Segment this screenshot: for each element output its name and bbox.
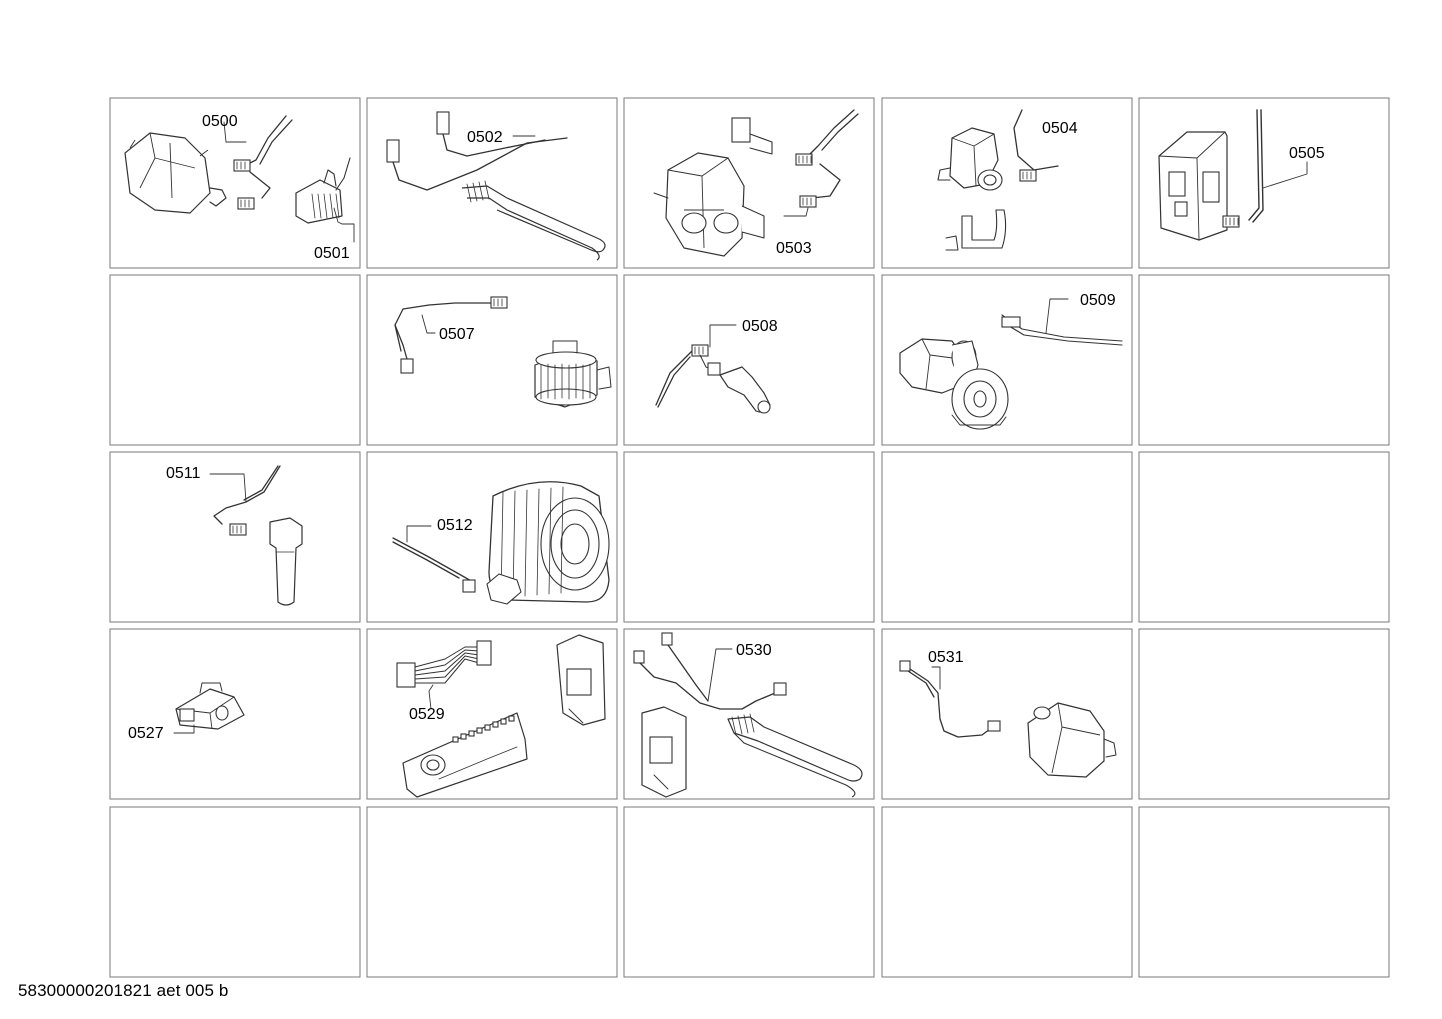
part-label-main: 0529 xyxy=(409,706,445,723)
cell-border xyxy=(881,97,1133,269)
parts-cell-r2-c3[interactable]: 0508 xyxy=(623,274,875,446)
part-label-main: 0530 xyxy=(736,642,772,659)
parts-cell-r2-c4[interactable]: 0509 xyxy=(881,274,1133,446)
heater-bracket-illustration: 0530 xyxy=(633,632,863,798)
part-label-main: 0502 xyxy=(467,129,503,146)
cell-border xyxy=(881,806,1133,978)
cell-border xyxy=(109,274,361,446)
motor-harness-illustration: 0500 0501 xyxy=(124,113,355,262)
part-label-main: 0509 xyxy=(1080,292,1116,309)
part-label-main: 0511 xyxy=(166,465,201,482)
cell-border xyxy=(1138,274,1390,446)
module-illustration: 0505 xyxy=(1158,109,1325,241)
parts-cell-r1-c5[interactable]: 0505 xyxy=(1138,97,1390,269)
part-label-main: 0504 xyxy=(1042,120,1078,137)
cell-border xyxy=(623,274,875,446)
cell-border xyxy=(109,806,361,978)
part-label-main: 0505 xyxy=(1289,145,1325,162)
parts-cell-r3-c4[interactable] xyxy=(881,451,1133,623)
cell-border xyxy=(623,451,875,623)
parts-cell-r4-c3[interactable]: 0530 xyxy=(623,628,875,800)
switch-illustration: 0527 xyxy=(128,682,245,742)
cell-border xyxy=(1138,451,1390,623)
cell-border xyxy=(1138,628,1390,800)
part-label-main: 0512 xyxy=(437,517,473,534)
parts-cell-r3-c2[interactable]: 0512 xyxy=(366,451,618,623)
part-label-main: 0500 xyxy=(202,113,238,130)
parts-cell-r5-c4[interactable] xyxy=(881,806,1133,978)
parts-cell-r2-c2[interactable]: 0507 xyxy=(366,274,618,446)
control-board-illustration: 0529 xyxy=(396,634,606,798)
motor-cable-illustration: 0531 xyxy=(899,649,1117,778)
part-label-main: 0531 xyxy=(928,649,964,666)
parts-cell-r4-c4[interactable]: 0531 xyxy=(881,628,1133,800)
parts-cell-r3-c5[interactable] xyxy=(1138,451,1390,623)
heater-harness-illustration: 0502 xyxy=(386,111,606,261)
parts-cell-r5-c2[interactable] xyxy=(366,806,618,978)
parts-cell-r5-c1[interactable] xyxy=(109,806,361,978)
parts-cell-r4-c5[interactable] xyxy=(1138,628,1390,800)
document-code: 58300000201821 aet 005 b xyxy=(18,981,229,1000)
parts-cell-r1-c3[interactable]: 0503 xyxy=(623,97,875,269)
drum-illustration: 0512 xyxy=(392,481,610,605)
part-label-main: 0507 xyxy=(439,326,475,343)
parts-cell-r3-c3[interactable] xyxy=(623,451,875,623)
parts-cell-r4-c2[interactable]: 0529 xyxy=(366,628,618,800)
cell-border xyxy=(881,451,1133,623)
cell-border xyxy=(109,451,361,623)
parts-cell-r3-c1[interactable]: 0511 xyxy=(109,451,361,623)
parts-cell-r5-c5[interactable] xyxy=(1138,806,1390,978)
pump-illustration: 0509 xyxy=(899,292,1123,430)
parts-cell-r2-c5[interactable] xyxy=(1138,274,1390,446)
pressure-sensor-illustration: 0507 xyxy=(394,296,612,408)
part-label-main: 0508 xyxy=(742,318,778,335)
parts-cell-r1-c1[interactable]: 0500 0501 xyxy=(109,97,361,269)
cell-border xyxy=(881,628,1133,800)
cell-border xyxy=(366,806,618,978)
parts-cell-r4-c1[interactable]: 0527 xyxy=(109,628,361,800)
cell-border xyxy=(1138,806,1390,978)
parts-cell-r5-c3[interactable] xyxy=(623,806,875,978)
sensor-plug-illustration: 0508 xyxy=(655,318,778,414)
single-valve-illustration: 0504 xyxy=(937,109,1078,251)
parts-cell-r1-c2[interactable]: 0502 xyxy=(366,97,618,269)
parts-cell-r2-c1[interactable] xyxy=(109,274,361,446)
part-label-main: 0527 xyxy=(128,725,164,742)
sensor-tube-illustration: 0511 xyxy=(166,465,303,606)
valve-harness-illustration: 0503 xyxy=(653,109,859,257)
parts-cell-r1-c4[interactable]: 0504 xyxy=(881,97,1133,269)
cell-border xyxy=(623,806,875,978)
part-label-main: 0503 xyxy=(776,240,812,257)
part-label-second: 0501 xyxy=(314,245,350,262)
